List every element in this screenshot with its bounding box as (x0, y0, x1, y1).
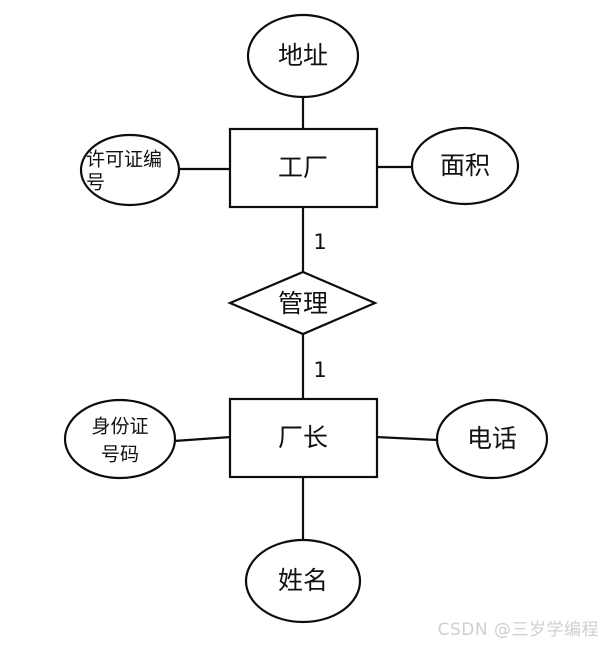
attribute-ellipse-phone[interactable] (435, 398, 549, 480)
cardinality-label-director-side: 1 (313, 358, 326, 382)
relationship-diamond-manage[interactable] (227, 270, 378, 336)
entity-label-factory: 工厂 (278, 153, 328, 182)
attribute-label-area: 面积 (440, 151, 490, 180)
connector-director-phone (375, 435, 438, 442)
entity-rect-factory[interactable] (228, 127, 379, 209)
attribute-ellipse-license-number[interactable] (79, 133, 181, 207)
csdn-watermark: CSDN @三岁学编程 (437, 620, 599, 640)
attribute-label-name: 姓名 (278, 566, 328, 595)
entity-rect-director[interactable] (228, 397, 379, 479)
attribute-ellipse-id-card-number[interactable] (63, 398, 177, 480)
entity-label-director: 厂长 (278, 423, 328, 452)
attribute-label-address: 地址 (278, 41, 328, 70)
attribute-label-license-number-line1: 许可证编 (86, 149, 162, 171)
attribute-label-id-card-number-line1: 身份证 (91, 416, 148, 438)
attribute-label-license-number-line2: 号 (86, 172, 105, 194)
attribute-label-phone: 电话 (467, 424, 517, 453)
attribute-ellipse-name[interactable] (244, 538, 362, 624)
relationship-label-manage: 管理 (278, 289, 328, 318)
attribute-ellipse-address[interactable] (246, 13, 360, 99)
attribute-ellipse-area[interactable] (410, 126, 520, 206)
attribute-label-id-card-number-line2: 号码 (101, 444, 139, 466)
cardinality-label-factory-side: 1 (313, 230, 326, 254)
connector-director-id-card-number (173, 435, 232, 443)
